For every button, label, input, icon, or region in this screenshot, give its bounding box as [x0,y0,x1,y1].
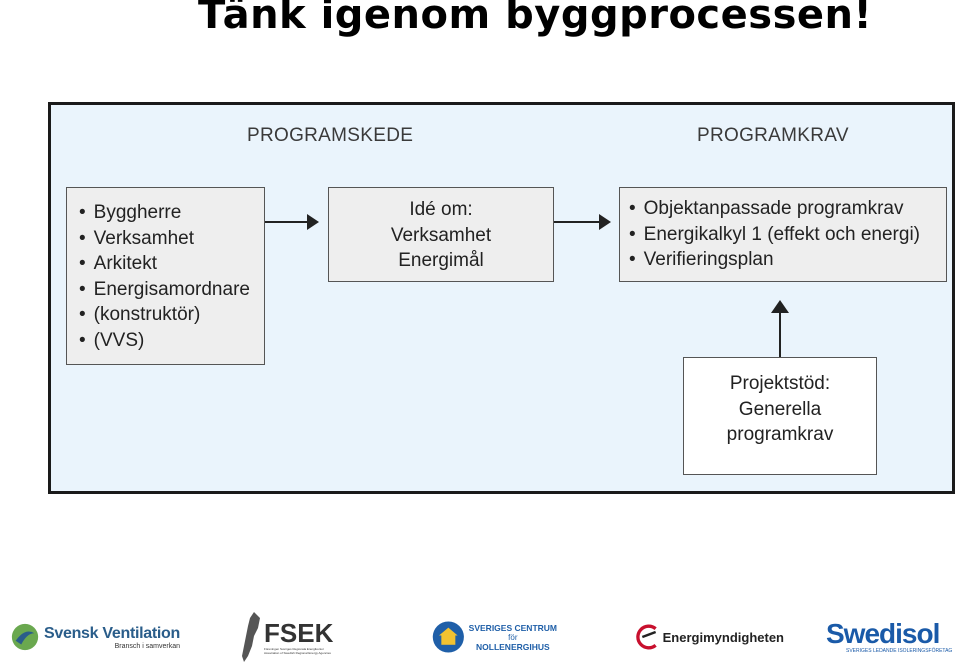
header-programkrav: PROGRAMKRAV [697,125,849,146]
requirement-item: Objektanpassade programkrav [629,196,946,222]
support-box: Projektstöd: Generella programkrav [683,357,877,475]
energimyndigheten-emblem-icon [636,624,657,650]
arrow-head-icon [599,214,611,230]
centrum-line-1: SVERIGES CENTRUM [468,622,557,633]
fsek-tagline-1: Föreningen Sveriges Regionala Energikont… [264,647,324,651]
fsek-tagline-2: Association of Swedish Regional Energy A… [264,651,331,655]
idea-line: Verksamhet [390,224,492,246]
svensk-ventilation-tagline: Bransch i samverkan [114,642,180,650]
requirements-box: Objektanpassade programkrav Energikalkyl… [619,187,947,282]
arrow-idea-to-requirements [554,221,599,223]
requirement-item: Energikalkyl 1 (effekt och energi) [629,222,946,248]
roles-box: Byggherre Verksamhet Arkitekt Energisamo… [66,187,265,365]
fsek-name: FSEK [264,618,334,648]
idea-box: Idé om: Verksamhet Energimål [328,187,554,282]
house-circle-icon [432,621,464,653]
idea-line: Idé om: [409,199,473,220]
arrow-support-to-requirements [779,312,781,357]
arrow-head-icon [307,214,319,230]
logo-sveriges-centrum: SVERIGES CENTRUM för NOLLENERGIHUS [432,610,557,664]
centrum-line-2: för [508,632,518,642]
logo-energimyndigheten: Energimyndigheten [634,610,784,664]
support-line: programkrav [726,424,834,445]
arrow-roles-to-idea [265,221,307,223]
support-line: Projektstöd: [729,373,831,394]
svensk-ventilation-name: Svensk Ventilation [44,624,180,642]
process-diagram: PROGRAMSKEDE PROGRAMKRAV Byggherre Verks… [48,102,955,494]
requirement-item: Verifieringsplan [629,247,946,273]
header-programskede: PROGRAMSKEDE [247,125,414,146]
swedisol-tagline: SVERIGES LEDANDE ISOLERINGSFÖRETAG [846,648,953,654]
logo-svensk-ventilation: Svensk Ventilation Bransch i samverkan [10,610,180,664]
support-line: Generella [738,398,822,420]
swedisol-name: Swedisol [826,618,940,649]
svensk-ventilation-swirl-icon [11,623,39,651]
sweden-map-icon [242,612,260,662]
role-item: Verksamhet [79,226,264,252]
role-item: (VVS) [79,328,264,354]
role-item: Arkitekt [79,251,264,277]
role-item: Byggherre [79,200,264,226]
centrum-line-3: NOLLENERGIHUS [476,641,550,652]
energimyndigheten-name: Energimyndigheten [662,629,784,645]
arrow-head-icon [771,300,789,313]
role-item: (konstruktör) [79,302,264,328]
idea-line: Energimål [398,250,484,271]
logo-swedisol: Swedisol SVERIGES LEDANDE ISOLERINGSFÖRE… [826,610,960,664]
role-item: Energisamordnare [79,277,264,303]
slide-title: Tänk igenom byggprocessen! [198,0,873,38]
logo-fsek: FSEK Föreningen Sveriges Regionala Energ… [240,610,345,664]
